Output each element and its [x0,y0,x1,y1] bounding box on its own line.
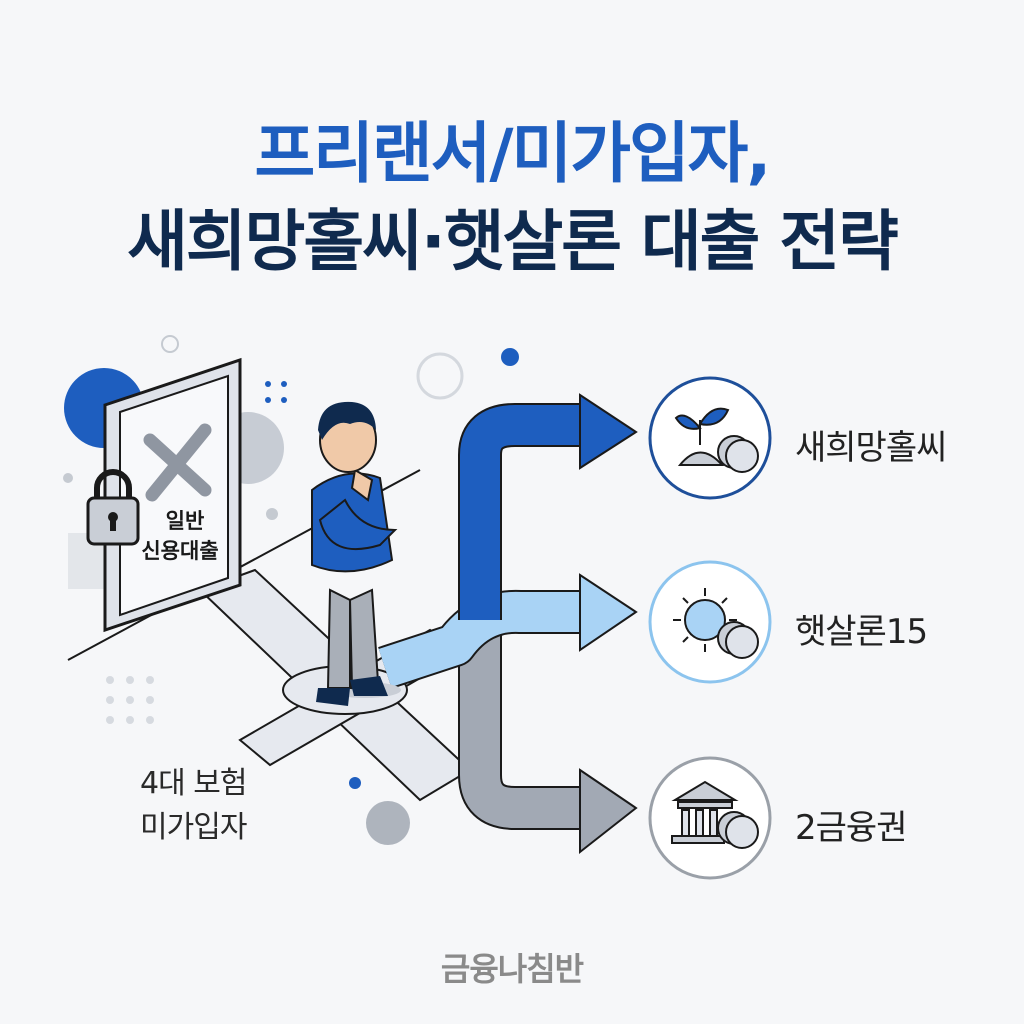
decor-dot-grid-blue [265,381,287,403]
person-note: 4대 보험 미가입자 [140,762,247,850]
title-line-1: 프리랜서/미가입자, [254,115,772,192]
decor-ring [416,352,464,400]
sun-coins-icon [673,588,759,659]
decor-dot-4 [63,473,73,483]
path-arrow-blue [458,393,638,620]
person-note-line-1: 4대 보험 [140,766,247,801]
x-mark-icon [143,423,212,502]
brand-footer: 금융나침반 [440,950,584,988]
option-badge-1 [648,376,772,500]
option-label-2: 햇살론15 [795,612,928,652]
decor-ring-small [161,335,179,353]
path-arrow-lightblue [378,573,638,689]
decor-circle-gray-2 [366,801,410,845]
person-note-line-2: 미가입자 [140,810,247,845]
option-label-1: 새희망홀씨 [795,428,947,468]
decor-dot-grid-gray [106,676,154,724]
option-label-3: 2금융권 [795,808,907,848]
decor-dot-2 [349,777,361,789]
bank-coins-icon [671,780,759,849]
blocked-loan-label-1: 일반 [166,509,205,533]
padlock-icon [86,469,140,546]
option-badge-3 [648,756,772,880]
sprout-coins-icon [674,407,759,473]
thinking-person [311,401,401,706]
title-line-2: 새희망홀씨·햇살론 대출 전략 [127,203,899,280]
blocked-door: 일반 신용대출 [86,357,242,633]
option-badge-2 [648,560,772,684]
path-arrow-gray [458,460,638,855]
decor-dot [501,348,519,366]
decor-dot-3 [266,508,278,520]
blocked-loan-label-2: 신용대출 [141,539,218,563]
